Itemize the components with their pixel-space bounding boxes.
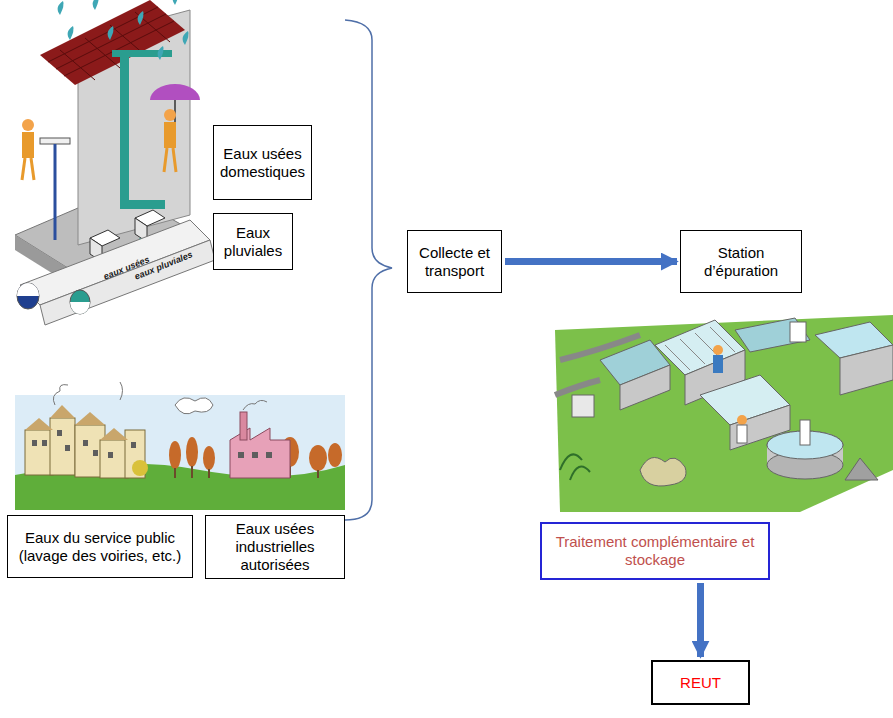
box-text: REUT — [675, 674, 726, 692]
box-text: Traitement complémentaire et stockage — [542, 533, 768, 569]
process-box: Collecte et transport — [407, 230, 502, 293]
plant-illustration — [555, 315, 893, 512]
box-text: Eaux usées domestiques — [214, 145, 311, 181]
result-box: REUT — [651, 660, 750, 705]
box-text: Eaux usées industrielles autorisées — [206, 520, 344, 574]
house-illustration — [15, 0, 215, 325]
box-text: Eaux du service public (lavage des voiri… — [8, 529, 192, 565]
treatment-box: Traitement complémentaire et stockage — [540, 522, 770, 580]
source-box: Eaux du service public (lavage des voiri… — [7, 515, 193, 578]
source-box: Eaux usées domestiques — [213, 125, 312, 200]
flow-arrow — [697, 583, 704, 657]
box-text: Eaux pluviales — [214, 224, 292, 260]
bracket — [345, 20, 392, 520]
process-box: Station d’épuration — [680, 230, 802, 293]
box-text: Collecte et transport — [408, 244, 501, 280]
source-box: Eaux pluviales — [213, 213, 293, 270]
flow-arrow — [505, 258, 677, 265]
source-box: Eaux usées industrielles autorisées — [205, 515, 345, 579]
town-illustration — [15, 382, 345, 510]
box-text: Station d’épuration — [681, 244, 801, 280]
